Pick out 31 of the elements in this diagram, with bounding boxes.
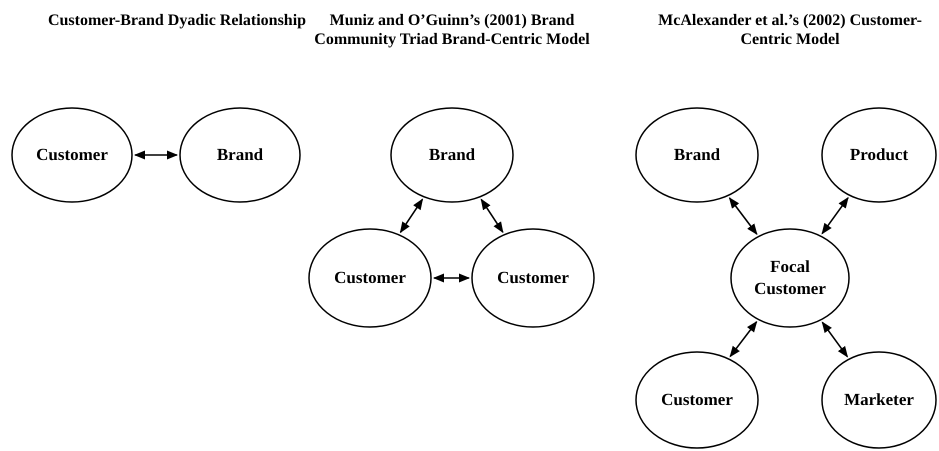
double-arrow bbox=[480, 198, 504, 234]
node-label: Brand bbox=[216, 144, 264, 166]
heading: Customer-Brand Dyadic Relationship bbox=[47, 12, 307, 31]
ellipse-node bbox=[730, 228, 850, 328]
node-label: Customer bbox=[334, 266, 406, 289]
ellipse-node bbox=[635, 107, 759, 203]
ellipse-node bbox=[11, 107, 133, 203]
double-arrow bbox=[400, 198, 424, 234]
double-arrow bbox=[822, 321, 848, 358]
ellipse-node bbox=[390, 107, 514, 203]
ellipse-node bbox=[635, 351, 759, 449]
ellipse-node bbox=[821, 351, 937, 449]
ellipse-node bbox=[471, 228, 595, 328]
double-arrow bbox=[134, 150, 178, 160]
node-label: Focal Customer bbox=[753, 256, 827, 300]
node-label: Customer bbox=[661, 388, 733, 411]
node-label: Marketer bbox=[844, 388, 914, 411]
node-label: Brand bbox=[428, 144, 476, 166]
node-label: Product bbox=[850, 144, 908, 166]
heading: Muniz and O’Guinn’s (2001) Brand Community Triad Brand-Centric Model bbox=[313, 12, 591, 50]
node-label: Customer bbox=[36, 144, 108, 166]
node-label: Customer bbox=[497, 266, 569, 289]
heading: McAlexander et al.’s (2002) Customer-Centric Model bbox=[657, 12, 923, 50]
node-label: Brand bbox=[674, 144, 720, 166]
double-arrow bbox=[432, 274, 470, 282]
double-arrow bbox=[728, 197, 758, 235]
ellipse-node bbox=[821, 107, 937, 203]
double-arrow bbox=[730, 320, 758, 358]
double-arrow bbox=[822, 196, 849, 234]
ellipse-node bbox=[179, 107, 301, 203]
ellipse-node bbox=[308, 228, 432, 328]
